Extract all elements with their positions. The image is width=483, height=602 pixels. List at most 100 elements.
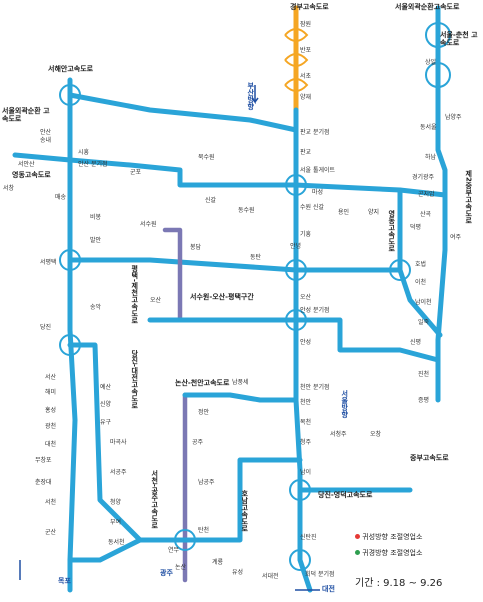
legend-red-text: 귀성방향 조절영업소	[362, 533, 423, 541]
place-cheonan-jct: 천안 분기점	[300, 384, 330, 391]
label-gwangju: 광주	[160, 569, 173, 577]
label-seoul-dir: 서울방향	[340, 390, 349, 418]
place-daecheon: 대천	[45, 441, 57, 448]
place-buksuwon: 북수원	[198, 154, 215, 161]
place-jincheon: 진천	[418, 371, 430, 378]
place-dangjin: 당진	[40, 324, 52, 331]
label-pyeongtaek-jecheon: 평택-제천고속도로	[130, 265, 139, 324]
red-dot-icon	[355, 534, 360, 539]
place-seocheon: 서천	[45, 499, 57, 506]
place-yesan: 예산	[100, 384, 112, 391]
legend-green-text: 귀경방향 조절영업소	[362, 549, 423, 557]
label-gyeongbu: 경부고속도로	[290, 3, 329, 11]
place-ansan-jct: 안산 분기점	[78, 161, 108, 168]
place-mokcheon: 목천	[300, 419, 312, 426]
place-hoedeok: 회덕 분기점	[305, 571, 335, 578]
place-bongdam: 봉담	[190, 244, 202, 251]
place-sangok: 산곡	[420, 211, 432, 218]
place-siheung: 시흥	[78, 149, 90, 156]
honam-branch	[182, 392, 299, 403]
place-jeongan: 정안	[198, 409, 210, 416]
place-banpo: 반포	[300, 47, 312, 54]
lower-link	[187, 457, 303, 543]
jungbu-line	[397, 187, 443, 338]
seocheon-gongju	[67, 537, 143, 563]
label-seohaean: 서해안고속도로	[48, 65, 94, 73]
legend-green: 귀경방향 조절영업소	[355, 548, 422, 558]
dangjin-daejeon	[67, 342, 193, 543]
place-seosan: 서산	[45, 374, 57, 381]
place-ansan: 안산	[40, 129, 52, 136]
gyeongbu-line	[293, 107, 313, 593]
place-pangyo: 판교	[300, 149, 312, 156]
place-balan: 발안	[90, 237, 102, 244]
place-anseong-jct: 안성 분기점	[300, 307, 330, 314]
place-gyeryong: 계룡	[212, 559, 224, 566]
place-seosuwon: 서수원	[140, 221, 157, 228]
place-yeoju: 여주	[450, 234, 462, 241]
central-cross	[293, 317, 441, 363]
label-honam: 호남고속도로	[240, 490, 249, 532]
yeongdong-line	[12, 152, 448, 198]
busan-arrow	[251, 85, 259, 105]
seoul-outer-top	[67, 92, 299, 133]
place-seodaejeon: 서대전	[262, 573, 279, 580]
place-seochang: 서창	[3, 185, 15, 192]
place-cheongju: 청주	[300, 439, 312, 446]
place-namgongju: 남공주	[198, 479, 215, 486]
place-ochang: 오창	[370, 431, 382, 438]
place-buyeo: 부여	[110, 519, 122, 526]
place-sinyang: 신양	[100, 401, 112, 408]
pyeongtaek-jecheon	[67, 257, 403, 273]
label-daejeon: 대전	[322, 585, 335, 593]
place-yeonmu: 연무	[168, 547, 180, 554]
seosuwon-line	[162, 227, 183, 323]
place-yongin: 용인	[338, 209, 350, 216]
place-iljuk: 일죽	[418, 319, 430, 326]
place-maseong: 마성	[312, 189, 324, 196]
place-sangil: 상일	[425, 59, 437, 66]
place-yangji: 양지	[368, 209, 380, 216]
place-dongseocheon: 동서천	[108, 539, 125, 546]
place-nampungse: 남풍세	[232, 379, 249, 386]
place-nami: 남이	[300, 469, 312, 476]
label-dangjin-yeongdeok: 당진-영덕고속도로	[318, 491, 373, 499]
place-seoul-tg: 서울 톨게이트	[300, 167, 336, 174]
place-osan-2: 오산	[150, 297, 162, 304]
place-songnae: 송내	[40, 137, 52, 144]
place-namyangju: 남양주	[445, 114, 462, 121]
label-seoul-chuncheon: 서울-춘천 고속도로	[440, 31, 478, 47]
place-seoansan: 서안산	[18, 161, 35, 168]
place-cheonan: 천안	[300, 399, 312, 406]
place-tancheon: 탄천	[198, 527, 210, 534]
place-singal: 신갈	[205, 197, 217, 204]
place-anseong: 안성	[300, 339, 312, 346]
label-seocheon-gongju: 서천-공주고속도로	[150, 470, 159, 529]
place-dongseoul: 동서울	[420, 124, 437, 131]
place-yangjae: 양재	[300, 94, 312, 101]
place-sintanjin: 신탄진	[300, 534, 317, 541]
place-hanam: 하남	[425, 154, 437, 161]
place-gunsan: 군산	[45, 529, 57, 536]
seohaean-line	[67, 77, 78, 593]
place-yugu: 유구	[100, 419, 112, 426]
place-songak: 송악	[90, 304, 102, 311]
place-nonsan: 논산	[175, 564, 187, 571]
place-namicheon: 남이천	[415, 299, 432, 306]
label-second-jungbu: 제2중부고속도로	[464, 170, 473, 224]
place-suwon: 수원 신갈	[300, 204, 324, 211]
label-dangjin-daejeon: 당진-대전고속도로	[130, 350, 139, 409]
label-seosuwon: 서수원-오산-평택구간	[190, 293, 254, 301]
label-jungbu: 중부고속도로	[410, 454, 449, 462]
place-jamwon: 잠원	[300, 21, 312, 28]
label-yeongdong: 영동고속도로	[12, 171, 51, 179]
seoul-outer-right	[435, 5, 448, 403]
place-gwangcheon: 광천	[45, 423, 57, 430]
label-yeongdong-vert: 영동고속도로	[387, 210, 396, 252]
place-gonjiam: 곤지암	[418, 191, 435, 198]
place-maesong: 매송	[55, 194, 67, 201]
place-seocheongju: 서청주	[330, 431, 347, 438]
place-sinpyeong: 신평	[410, 339, 422, 346]
